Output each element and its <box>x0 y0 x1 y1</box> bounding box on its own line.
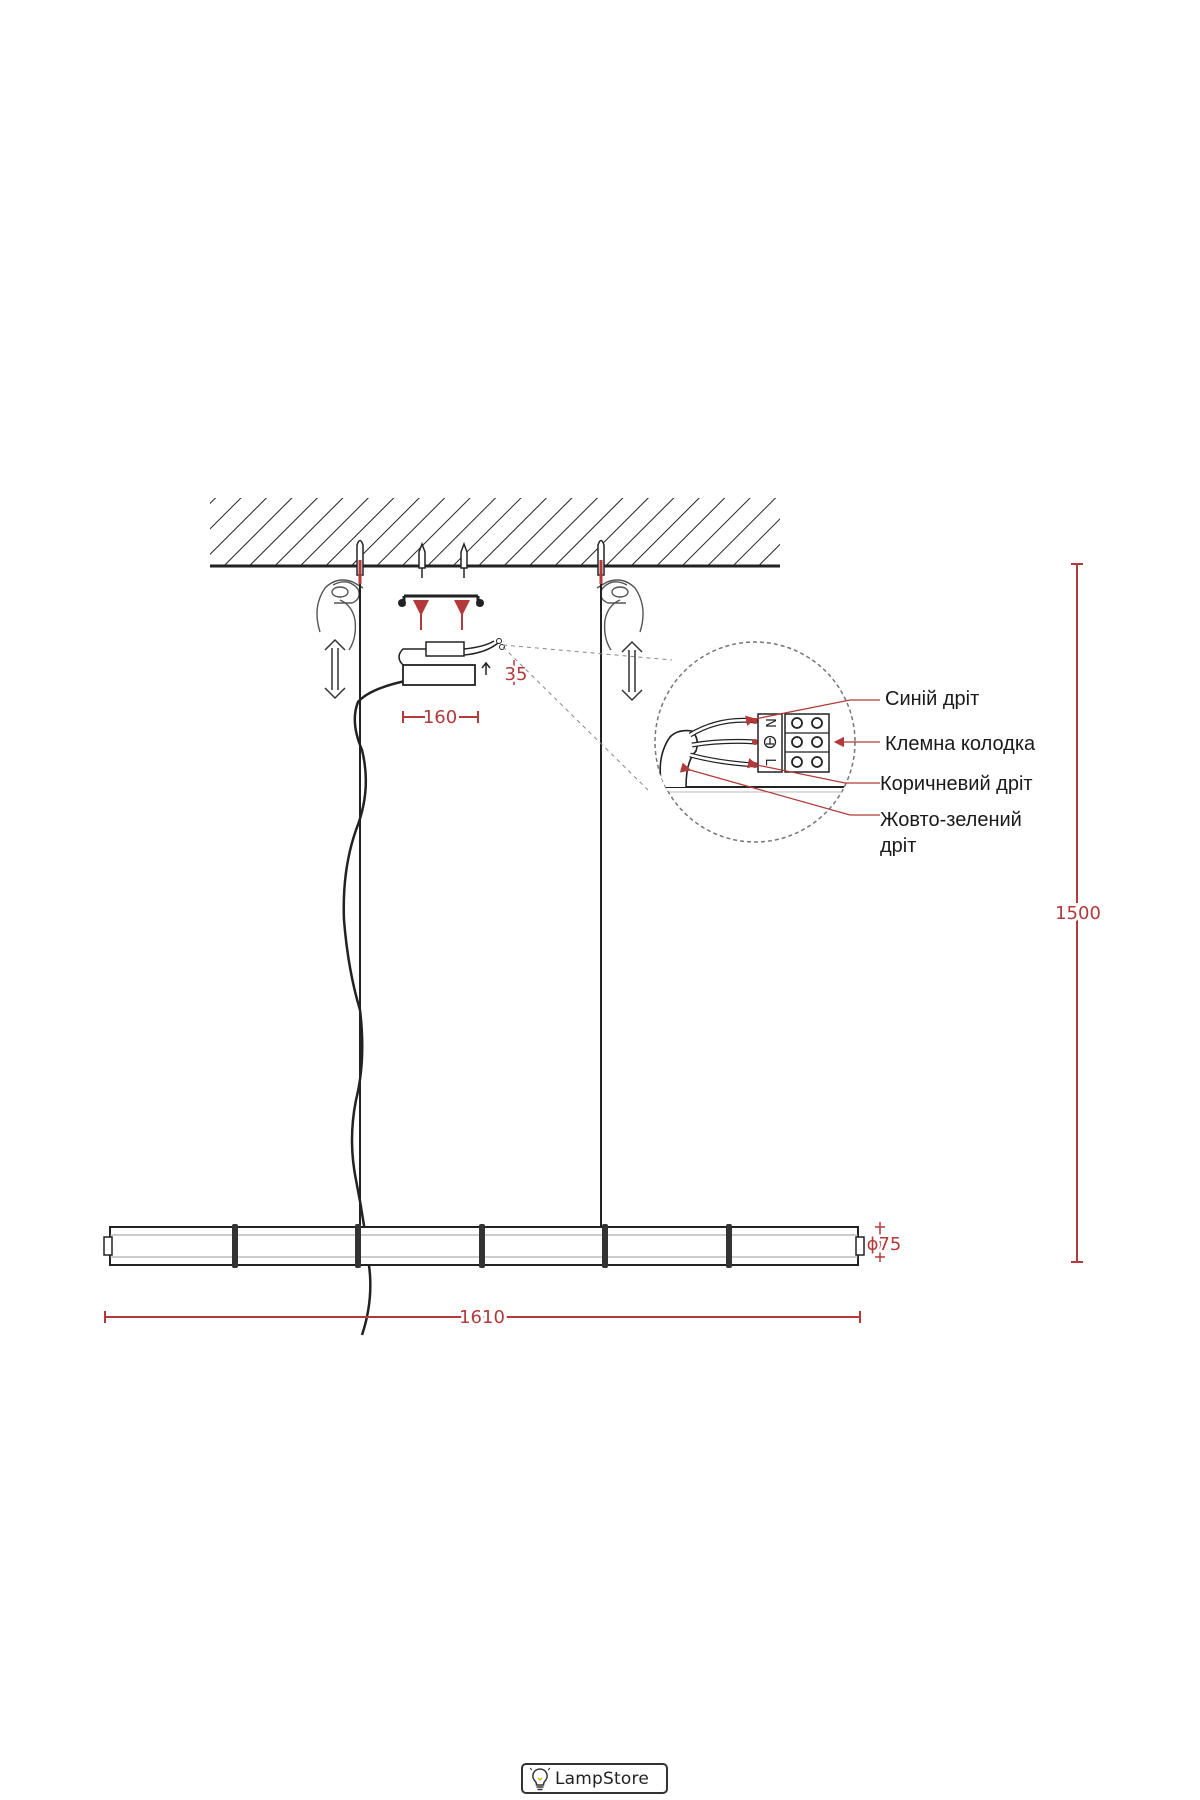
lightbulb-icon <box>529 1767 551 1790</box>
overall-length-dimension: 1610 <box>104 1304 861 1331</box>
power-cord <box>342 678 411 1336</box>
tube-diameter-dimension: ϕ75 <box>864 1222 904 1262</box>
wiring-leader-lines <box>679 699 880 816</box>
canopy-width-dimension: 160 <box>402 704 479 731</box>
logo-text: LampStore <box>555 1768 649 1789</box>
label-yellow-green-wire-1: Жовто-зелений <box>880 809 1022 831</box>
neutral-marking: N <box>762 718 777 728</box>
ceiling-anchor-right <box>597 539 605 584</box>
ceiling-screws <box>418 541 468 578</box>
driver-canopy <box>398 638 505 686</box>
label-terminal-block: Клемна колодка <box>885 733 1036 755</box>
ceiling-anchor-left <box>356 539 364 584</box>
detail-callout-lines <box>502 644 673 791</box>
label-blue-wire: Синій дріт <box>885 688 979 710</box>
total-height-dimension: 1500 <box>1052 563 1104 1263</box>
lampstore-logo: LampStore <box>521 1763 668 1794</box>
label-yellow-green-wire-2: дріт <box>880 835 916 857</box>
mounting-bracket <box>398 594 484 630</box>
label-brown-wire: Коричневий дріт <box>880 773 1033 795</box>
canopy-height-dimension: 35 <box>502 660 530 688</box>
hand-icon-left <box>316 579 364 651</box>
light-tube <box>103 1224 865 1268</box>
canopy-height-label: 35 <box>505 664 528 685</box>
tube-diameter-label: ϕ75 <box>867 1234 902 1255</box>
overall-length-label: 1610 <box>459 1307 505 1328</box>
live-marking: L <box>762 758 777 766</box>
canopy-width-label: 160 <box>423 707 457 728</box>
ceiling <box>210 498 780 568</box>
wiring-detail-circle: N L <box>654 641 856 843</box>
hand-icon-right <box>596 579 644 651</box>
total-height-label: 1500 <box>1055 903 1101 924</box>
height-adjust-arrow-left <box>324 638 346 700</box>
height-adjust-arrow-right <box>621 640 643 702</box>
ground-symbol-icon <box>763 735 777 749</box>
